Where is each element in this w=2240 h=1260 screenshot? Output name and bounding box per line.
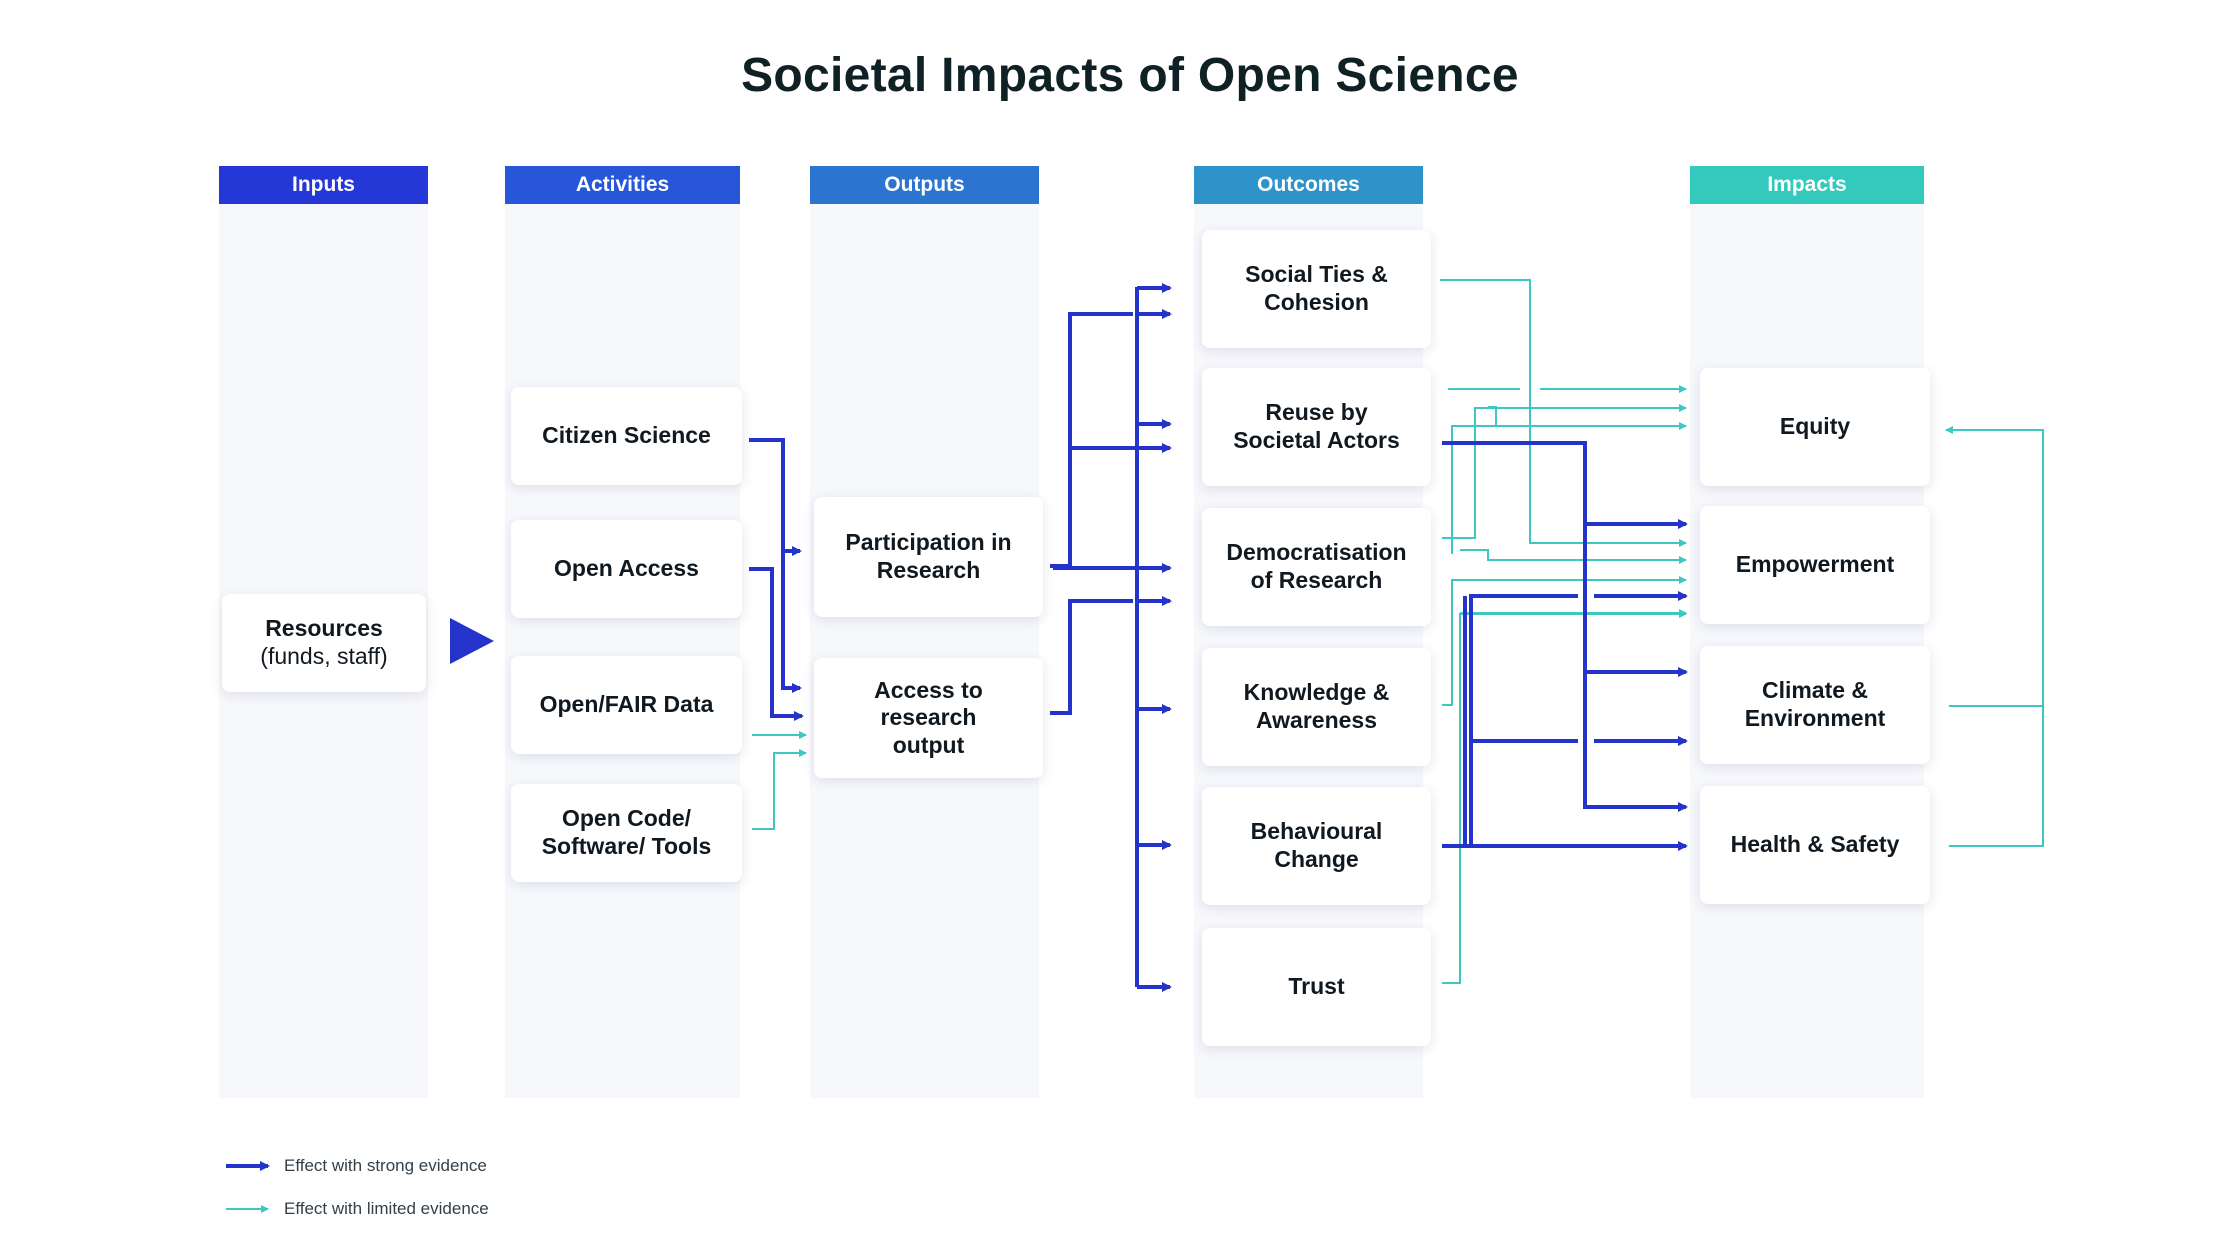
link-openaccess-access — [749, 567, 804, 721]
activities-column — [505, 166, 740, 1098]
climate-label-2: Environment — [1744, 705, 1886, 731]
empowerment-label: Empowerment — [1735, 551, 1895, 578]
card-equity: Equity — [1700, 368, 1930, 486]
link-democ-empowerment-2 — [1460, 549, 1687, 564]
open-code-label-1: Open Code/ — [561, 805, 692, 832]
resources-sub-label: (funds, staff) — [260, 643, 388, 669]
card-open-access: Open Access — [511, 520, 742, 618]
health-label: Health & Safety — [1730, 831, 1900, 858]
behaviour-label-2: Change — [1274, 846, 1359, 872]
equity-label: Equity — [1779, 413, 1851, 440]
behaviour-label-1: Behavioural — [1250, 818, 1383, 845]
card-social-ties: Social Ties & Cohesion — [1202, 230, 1431, 348]
reuse-label-2: Societal Actors — [1233, 427, 1400, 453]
link-citizen-participation — [749, 438, 802, 556]
card-reuse: Reuse by Societal Actors — [1202, 368, 1431, 486]
knowledge-label-1: Knowledge & — [1243, 679, 1390, 706]
link-impacts-feedback — [1945, 426, 2044, 707]
outputs-column — [810, 166, 1039, 1098]
link-trust-empowerment — [1442, 610, 1687, 984]
resources-flow-arrow — [450, 618, 494, 664]
link-outcome-equity-2 — [1488, 406, 1497, 426]
participation-label-1: Participation in — [845, 529, 1012, 556]
access-label-2: research — [880, 704, 977, 731]
link-health-feedback — [1949, 706, 2044, 847]
card-climate: Climate & Environment — [1700, 646, 1930, 764]
trunk-access — [1050, 599, 1133, 715]
link-behaviour-empowerment — [1469, 594, 1578, 846]
link-democ-empowerment — [1442, 404, 1687, 539]
social-label-1: Social Ties & — [1245, 261, 1388, 288]
header-activities: Activities — [505, 166, 740, 204]
trust-label: Trust — [1288, 973, 1345, 1000]
link-code-access — [752, 749, 807, 830]
link-citizen-access — [781, 551, 802, 693]
open-fair-data-label: Open/FAIR Data — [539, 691, 714, 718]
card-resources: Resources (funds, staff) — [222, 594, 426, 692]
link-democ-equity — [1451, 422, 1687, 554]
participation-label-2: Research — [876, 557, 981, 583]
link-social-empowerment — [1440, 279, 1687, 547]
access-label-3: output — [892, 731, 965, 758]
card-open-fair-data: Open/FAIR Data — [511, 656, 742, 754]
card-citizen-science: Citizen Science — [511, 387, 742, 485]
trunk-participation — [1050, 312, 1133, 568]
impacts-column — [1690, 166, 1924, 1098]
header-outcomes: Outcomes — [1194, 166, 1423, 204]
democ-label-2: of Research — [1250, 567, 1383, 593]
card-empowerment: Empowerment — [1700, 506, 1930, 624]
resources-label: Resources — [265, 615, 383, 642]
card-democratisation: Democratisation of Research — [1202, 508, 1431, 626]
card-trust: Trust — [1202, 928, 1431, 1046]
citizen-science-label: Citizen Science — [542, 422, 711, 449]
card-knowledge: Knowledge & Awareness — [1202, 648, 1431, 766]
knowledge-label-2: Awareness — [1255, 707, 1378, 733]
legend-strong-label: Effect with strong evidence — [284, 1156, 487, 1175]
header-outputs: Outputs — [810, 166, 1039, 204]
reuse-label-1: Reuse by — [1265, 399, 1368, 426]
card-health-safety: Health & Safety — [1700, 786, 1930, 904]
card-participation: Participation in Research — [814, 497, 1043, 617]
link-reuse-impacts — [1442, 441, 1688, 812]
open-code-label-2: Software/ Tools — [541, 833, 712, 859]
open-access-label: Open Access — [554, 555, 699, 582]
header-inputs: Inputs — [219, 166, 428, 204]
legend-limited-label: Effect with limited evidence — [284, 1199, 489, 1218]
climate-label-1: Climate & — [1761, 677, 1869, 704]
header-impacts: Impacts — [1690, 166, 1924, 204]
link-knowledge-equity — [1442, 576, 1687, 706]
diagram-title: Societal Impacts of Open Science — [741, 49, 1519, 102]
card-open-code: Open Code/ Software/ Tools — [511, 784, 742, 882]
access-label-1: Access to — [874, 676, 983, 703]
card-access-output: Access to research output — [814, 658, 1043, 778]
democ-label-1: Democratisation — [1226, 539, 1407, 566]
card-behaviour: Behavioural Change — [1202, 787, 1431, 905]
social-label-2: Cohesion — [1264, 289, 1369, 315]
